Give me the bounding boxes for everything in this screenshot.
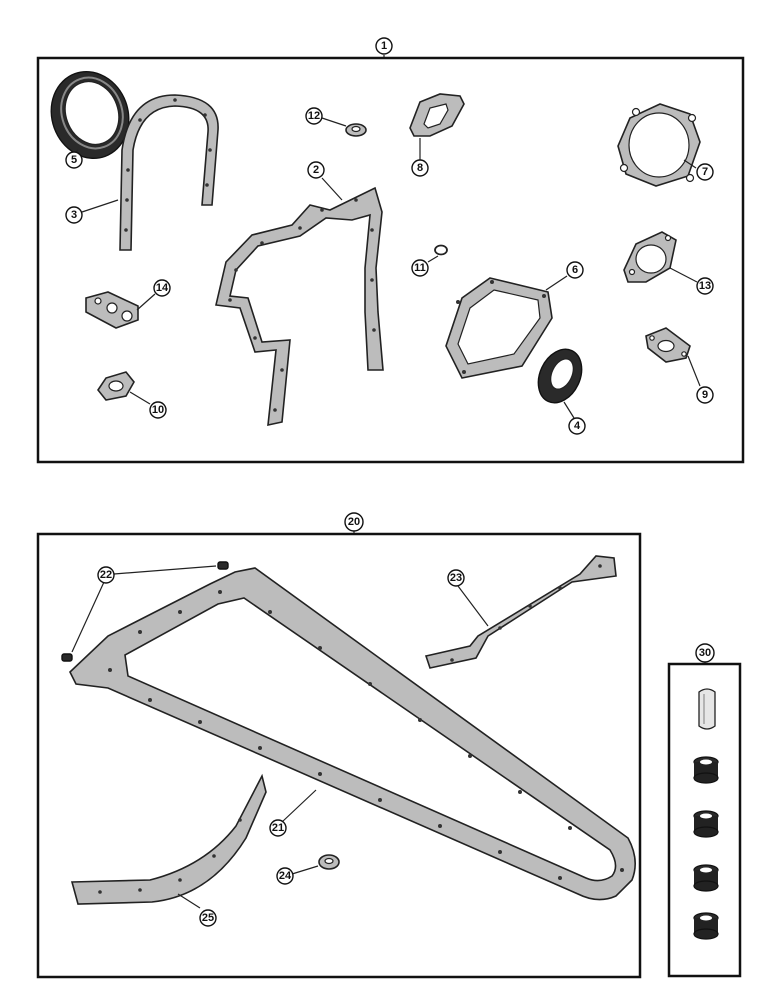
part-22-pad-left — [61, 653, 73, 662]
callout-10: 10 — [152, 404, 164, 416]
part-30-bushing-4 — [693, 912, 719, 940]
kit-1-panel — [36, 56, 745, 464]
part-11-o-ring — [434, 244, 448, 256]
callout-7-bubble — [696, 163, 714, 181]
callout-10-bubble — [149, 401, 167, 419]
callout-13-bubble — [696, 277, 714, 295]
callout-23-bubble — [447, 569, 465, 587]
part-6-hex-gasket — [445, 277, 553, 379]
part-22-pad-top — [217, 561, 229, 570]
kit-30-label: 30 — [699, 647, 711, 659]
part-8-gasket — [409, 93, 465, 137]
callout-25-bubble — [199, 909, 217, 927]
callout-5: 5 — [71, 154, 77, 166]
kit-1-label: 1 — [381, 40, 387, 52]
kit-30-bubble — [695, 643, 715, 663]
part-25-curved-strip — [70, 773, 267, 905]
callout-9: 9 — [702, 389, 708, 401]
part-30-bushing-2 — [693, 810, 719, 838]
callout-11: 11 — [414, 262, 426, 274]
callout-14-bubble — [153, 279, 171, 297]
part-21-bolt-holes — [108, 590, 624, 880]
callout-4: 4 — [574, 420, 581, 432]
callout-22-bubble — [97, 566, 115, 584]
callout-4-bubble — [568, 417, 586, 435]
part-2-bolt-holes — [228, 198, 376, 412]
part-30-sleeve — [698, 688, 716, 730]
callout-25: 25 — [202, 912, 214, 924]
part-25-bolt-holes — [98, 818, 242, 894]
callout-12: 12 — [308, 110, 320, 122]
part-14-gasket — [85, 291, 139, 329]
kit-20-bubble — [344, 512, 364, 532]
kit-1-bubble — [375, 37, 393, 55]
callout-13: 13 — [699, 280, 711, 292]
callout-8-bubble — [411, 159, 429, 177]
callout-2-bubble — [307, 161, 325, 179]
callout-9-bubble — [696, 386, 714, 404]
callout-21-bubble — [269, 819, 287, 837]
callout-22: 22 — [100, 569, 112, 581]
callout-5-bubble — [65, 151, 83, 169]
part-30-bushing-1 — [693, 756, 719, 784]
kit-20-group: 20 21 22 — [36, 512, 642, 979]
part-13-gasket — [623, 231, 677, 283]
part-10-gasket — [97, 371, 135, 401]
callout-3-bubble — [65, 206, 83, 224]
part-3-bolt-holes — [124, 98, 212, 232]
kit-20-label: 20 — [348, 516, 360, 528]
kit-1-group: 1 5 3 14 — [36, 37, 745, 464]
kit-30-group: 30 — [667, 643, 742, 978]
callout-3: 3 — [71, 209, 77, 221]
part-5-seal-ring — [50, 70, 130, 160]
part-23-strip-gasket — [424, 555, 617, 669]
callout-14: 14 — [156, 282, 169, 294]
part-2-timing-cover-gasket — [215, 186, 384, 427]
part-9-gasket — [645, 327, 691, 363]
part-4-oil-seal — [537, 348, 583, 404]
kit-30-panel — [667, 662, 742, 978]
callout-2: 2 — [313, 164, 319, 176]
callout-7: 7 — [702, 166, 708, 178]
part-12-washer — [345, 123, 367, 137]
part-24-washer — [318, 854, 340, 870]
part-23-bolt-holes — [450, 564, 602, 662]
part-21-oil-pan-gasket — [69, 567, 636, 901]
callout-24-bubble — [276, 867, 294, 885]
callout-24: 24 — [279, 870, 292, 882]
callout-21: 21 — [272, 822, 284, 834]
callout-23: 23 — [450, 572, 462, 584]
callout-6-bubble — [566, 261, 584, 279]
part-3-u-gasket — [119, 94, 219, 251]
callout-12-bubble — [305, 107, 323, 125]
part-7-gasket — [617, 103, 701, 187]
part-30-bushing-3 — [693, 864, 719, 892]
callout-6: 6 — [572, 264, 578, 276]
callout-11-bubble — [411, 259, 429, 277]
callout-8: 8 — [417, 162, 423, 174]
kit-20-panel — [36, 532, 642, 979]
